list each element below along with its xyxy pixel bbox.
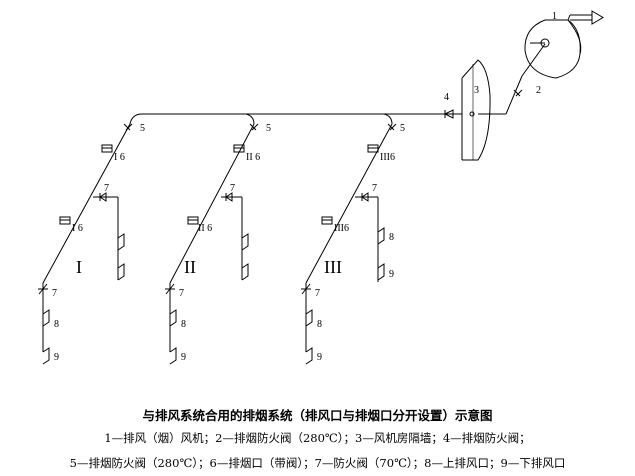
label-branch3-6a: III6 xyxy=(380,152,395,163)
upper-exhaust-vent-icon xyxy=(42,309,50,327)
upper-exhaust-vent-icon xyxy=(305,309,313,327)
branch-I xyxy=(38,123,133,365)
fire-damper-70-icon xyxy=(225,192,233,202)
fire-damper-280-icon xyxy=(513,89,523,97)
label-branch2-9: 9 xyxy=(181,352,186,363)
branch-III-label: III xyxy=(324,257,342,277)
fire-damper-70-icon xyxy=(361,192,369,202)
label-branch1-6a: I 6 xyxy=(114,152,125,163)
main-duct xyxy=(129,113,462,125)
fire-damper-70-icon xyxy=(38,283,48,295)
fire-damper-70-icon xyxy=(301,283,311,295)
lower-exhaust-vent-icon xyxy=(117,263,125,281)
label-branch3-8a: 8 xyxy=(317,319,322,330)
label-branch3-5: 5 xyxy=(400,123,405,134)
label-branch2-6a: II 6 xyxy=(246,152,260,163)
label-fan: 1 xyxy=(552,11,557,22)
fire-damper-280-icon xyxy=(249,123,259,131)
label-branch3-9b: 9 xyxy=(389,269,394,280)
branch-I-label: I xyxy=(76,257,82,277)
label-branch3-6b: III6 xyxy=(334,223,349,234)
label-branch3-9a: 9 xyxy=(317,352,322,363)
label-branch2-6b: II 6 xyxy=(198,223,212,234)
upper-exhaust-vent-icon xyxy=(241,233,249,251)
label-branch1-8: 8 xyxy=(54,319,59,330)
fan-room-wall xyxy=(461,59,491,161)
upper-exhaust-vent-icon xyxy=(169,309,177,327)
lower-exhaust-vent-icon xyxy=(42,347,50,365)
exhaust-fan xyxy=(524,10,604,79)
branch-II-label: II xyxy=(184,257,196,277)
label-damper-4: 4 xyxy=(444,92,449,103)
caption-title: 与排风系统合用的排烟系统（排风口与排烟口分开设置）示意图 xyxy=(142,408,493,423)
label-wall: 3 xyxy=(474,85,479,96)
branch-III xyxy=(301,113,397,365)
upper-exhaust-vent-icon xyxy=(117,233,125,251)
label-damper-2: 2 xyxy=(536,85,541,96)
label-branch2-7b: 7 xyxy=(179,288,184,299)
fire-damper-280-icon xyxy=(123,123,133,131)
label-branch3-8b: 8 xyxy=(389,232,394,243)
label-branch1-5: 5 xyxy=(140,123,145,134)
label-branch3-7a: 7 xyxy=(372,183,377,194)
fan-duct xyxy=(478,43,546,115)
fire-damper-70-icon xyxy=(165,283,175,295)
label-branch2-7a: 7 xyxy=(230,183,235,194)
label-branch1-9: 9 xyxy=(54,352,59,363)
branch-II xyxy=(165,113,259,365)
lower-exhaust-vent-icon xyxy=(241,263,249,281)
label-branch3-7b: 7 xyxy=(315,288,320,299)
lower-exhaust-vent-icon xyxy=(305,347,313,365)
fire-damper-70-icon xyxy=(99,192,107,202)
label-branch2-5: 5 xyxy=(266,123,271,134)
label-branch1-7a: 7 xyxy=(104,183,109,194)
lower-exhaust-vent-icon xyxy=(169,347,177,365)
fire-damper-280-icon xyxy=(387,123,397,131)
wall-penetration-icon xyxy=(469,111,475,117)
smoke-exhaust-diagram: 1 2 3 4 xyxy=(38,10,604,365)
lower-exhaust-vent-icon xyxy=(377,263,385,281)
upper-exhaust-vent-icon xyxy=(377,227,385,245)
label-branch1-7b: 7 xyxy=(52,288,57,299)
label-branch1-6b: I 6 xyxy=(72,223,83,234)
label-branch2-8: 8 xyxy=(181,319,186,330)
caption-legend-line-2: 5—排烟防火阀（280℃）；6—排烟口（带阀）；7—防火阀（70℃）；8—上排风… xyxy=(69,456,566,470)
caption-legend-line-1: 1—排风（烟）风机；2—排烟防火阀（280℃）；3—风机房隔墙；4—排烟防火阀； xyxy=(104,431,531,445)
